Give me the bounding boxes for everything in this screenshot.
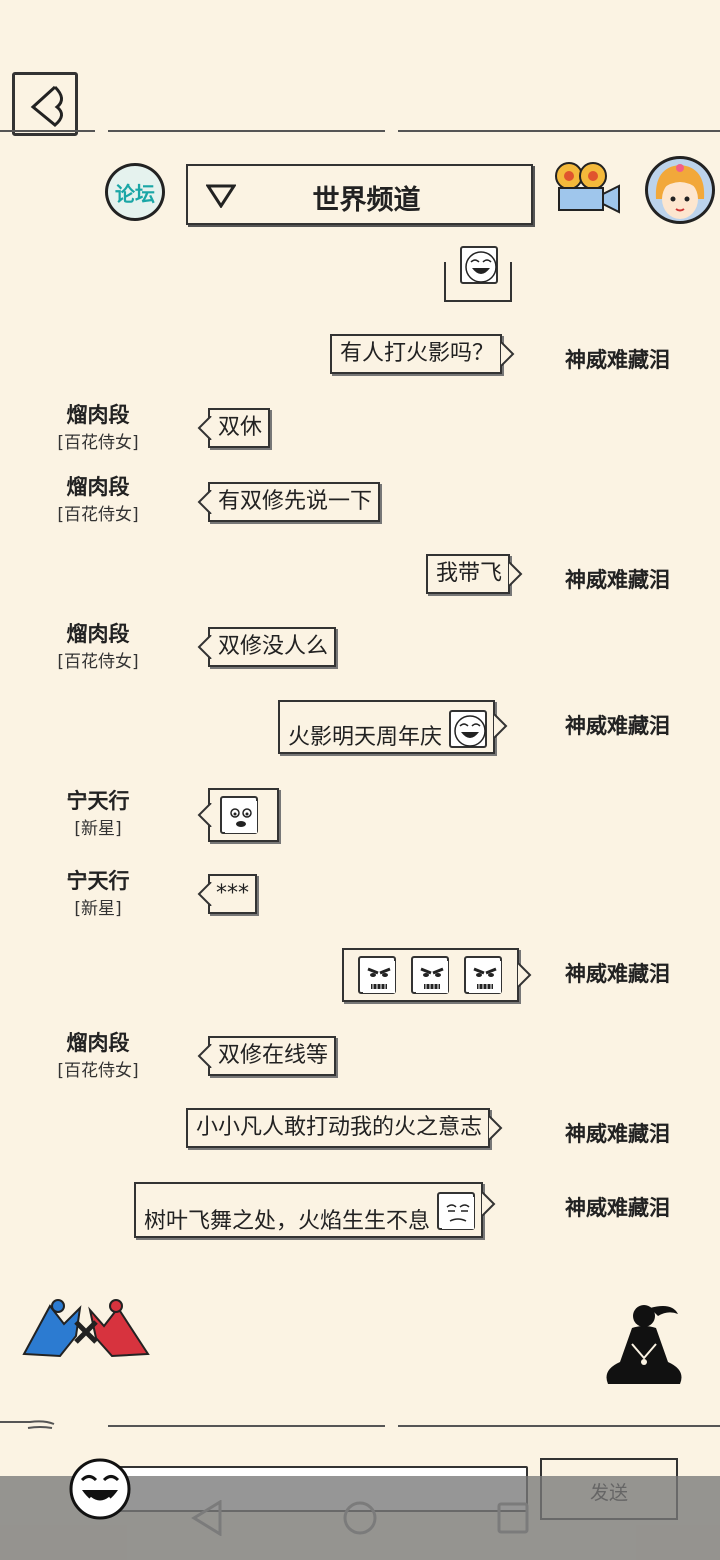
sender-name: 宁天行 xyxy=(66,789,130,813)
message-row: 神威难藏泪 xyxy=(0,944,720,1006)
sender-name: 宁天行 xyxy=(66,869,130,893)
emoji-picker-icon[interactable] xyxy=(68,1458,132,1520)
message-row: 有人打火影吗？ 神威难藏泪 xyxy=(0,330,720,386)
message-bubble[interactable]: 有双修先说一下 xyxy=(198,482,381,522)
message-text: 树叶飞舞之处，火焰生生不息 xyxy=(144,1209,431,1234)
bubble-tail xyxy=(198,635,212,659)
sender-title: [新星] xyxy=(74,899,122,919)
nav-home-icon[interactable] xyxy=(342,1500,378,1536)
forum-button[interactable]: 论坛 xyxy=(105,163,165,221)
angry-emoji-icon xyxy=(464,956,502,994)
message-row: 熘肉段 [百花侍女] 双修在线等 xyxy=(0,1026,720,1088)
surprised-emoji-icon xyxy=(220,796,258,834)
emoji-icon xyxy=(460,246,498,284)
bubble-tail xyxy=(488,1116,503,1140)
laughing-emoji-icon xyxy=(449,710,488,748)
sender-name: 熘肉段 xyxy=(66,622,130,646)
bubble-tail xyxy=(198,1044,212,1068)
sender-name: 神威难藏泪 xyxy=(565,1122,670,1146)
dropdown-triangle-icon xyxy=(206,184,236,208)
meditation-icon[interactable] xyxy=(602,1300,686,1390)
divider-line xyxy=(0,1420,720,1429)
message-text: 我带飞 xyxy=(436,561,503,586)
message-text: 双修在线等 xyxy=(218,1043,329,1068)
sender-name: 熘肉段 xyxy=(66,475,130,499)
message-text: 火影明天周年庆 xyxy=(288,725,443,750)
sender-title: [百花侍女] xyxy=(57,1061,139,1081)
bubble-tail xyxy=(481,1192,496,1216)
nav-recent-apps-icon[interactable] xyxy=(497,1502,529,1534)
sender-name: 熘肉段 xyxy=(66,403,130,427)
message-bubble[interactable]: *** xyxy=(198,874,257,914)
sender-name: 神威难藏泪 xyxy=(565,568,670,592)
sender-info: 熘肉段 [百花侍女] xyxy=(18,1030,178,1082)
message-text: *** xyxy=(216,881,249,906)
bubble-tail xyxy=(500,342,515,366)
message-row: 宁天行 [新星] xyxy=(0,784,720,846)
message-bubble[interactable] xyxy=(198,788,279,842)
sender-name: 神威难藏泪 xyxy=(565,714,670,738)
message-row: 宁天行 [新星] *** xyxy=(0,866,720,928)
message-row: 小小凡人敢打动我的火之意志 神威难藏泪 xyxy=(0,1104,720,1154)
bubble-tail xyxy=(198,803,212,827)
user-avatar[interactable] xyxy=(645,156,715,224)
message-bubble[interactable]: 火影明天周年庆 xyxy=(278,700,508,754)
message-row: 火影明天周年庆 神威难藏泪 xyxy=(0,696,720,758)
message-bubble[interactable]: 双修没人么 xyxy=(198,627,337,667)
message-bubble[interactable]: 树叶飞舞之处，火焰生生不息 xyxy=(134,1182,496,1238)
message-text: 有人打火影吗？ xyxy=(340,341,495,366)
angry-emoji-icon xyxy=(411,956,449,994)
angry-emoji-icon xyxy=(358,956,396,994)
bubble-tail xyxy=(198,416,212,440)
divider-line xyxy=(0,130,720,132)
bubble-tail xyxy=(198,882,212,906)
message-row: 熘肉段 [百花侍女] 有双修先说一下 xyxy=(0,472,720,534)
message-bubble[interactable]: 有人打火影吗？ xyxy=(330,334,515,374)
avatar-face-icon xyxy=(655,164,705,219)
message-row: 熘肉段 [百花侍女] 双修没人么 xyxy=(0,617,720,679)
message-row: 树叶飞舞之处，火焰生生不息 神威难藏泪 xyxy=(0,1178,720,1242)
sender-title: [百花侍女] xyxy=(57,652,139,672)
message-bubble[interactable]: 双修在线等 xyxy=(198,1036,337,1076)
channel-selector[interactable]: 世界频道 xyxy=(186,164,533,225)
message-row: 熘肉段 [百花侍女] 双休 xyxy=(0,398,720,460)
sender-name: 熘肉段 xyxy=(66,1031,130,1055)
bubble-tail xyxy=(508,562,523,586)
message-text: 小小凡人敢打动我的火之意志 xyxy=(196,1115,483,1140)
sender-info: 熘肉段 [百花侍女] xyxy=(18,474,178,526)
video-camera-icon[interactable] xyxy=(553,160,621,216)
message-row: 我带飞 神威难藏泪 xyxy=(0,550,720,600)
sender-title: [百花侍女] xyxy=(57,433,139,453)
sender-name: 神威难藏泪 xyxy=(565,962,670,986)
back-button[interactable] xyxy=(12,72,78,136)
sender-info: 熘肉段 [百花侍女] xyxy=(18,402,178,454)
nav-back-icon[interactable] xyxy=(190,1500,224,1536)
channel-title: 世界频道 xyxy=(312,185,421,216)
sender-name: 神威难藏泪 xyxy=(565,348,670,372)
message-bubble[interactable]: 我带飞 xyxy=(426,554,523,594)
message-text: 有双修先说一下 xyxy=(218,489,373,514)
smirk-emoji-icon xyxy=(437,1192,476,1230)
message-bubble-partial xyxy=(444,246,512,302)
bubble-tail xyxy=(493,714,508,738)
sender-info: 熘肉段 [百花侍女] xyxy=(18,621,178,673)
message-bubble[interactable]: 双休 xyxy=(198,408,271,448)
message-bubble[interactable]: 小小凡人敢打动我的火之意志 xyxy=(186,1108,503,1148)
message-text: 双修没人么 xyxy=(218,634,329,659)
forum-label: 论坛 xyxy=(115,181,155,206)
sender-info: 宁天行 [新星] xyxy=(18,868,178,920)
sender-name: 神威难藏泪 xyxy=(565,1196,670,1220)
sender-title: [新星] xyxy=(74,819,122,839)
bubble-tail xyxy=(198,490,212,514)
pk-battle-icon[interactable] xyxy=(20,1296,152,1362)
bubble-tail xyxy=(517,963,531,987)
sender-title: [百花侍女] xyxy=(57,505,139,525)
sender-info: 宁天行 [新星] xyxy=(18,788,178,840)
back-arrow-icon xyxy=(30,85,63,127)
message-text: 双休 xyxy=(218,415,263,440)
message-bubble[interactable] xyxy=(342,948,531,1002)
